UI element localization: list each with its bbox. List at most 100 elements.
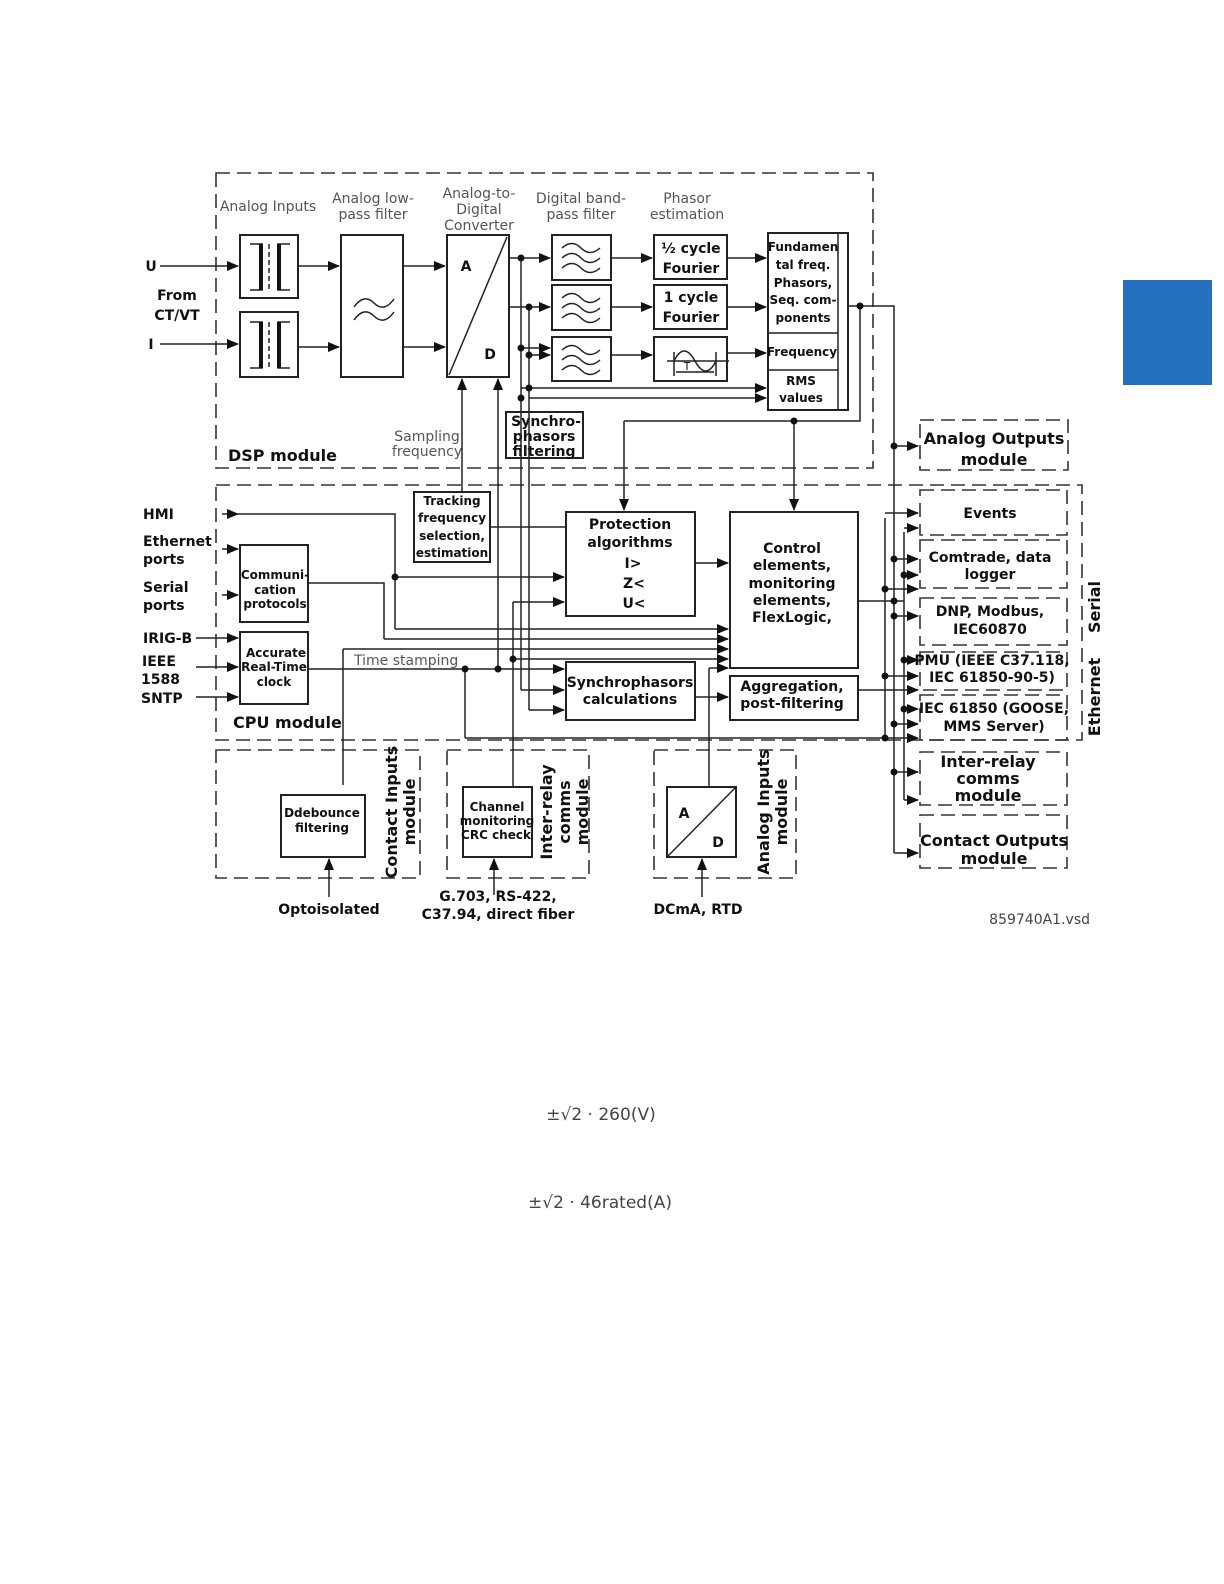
voltage-range-formula: ±√2 · 260(V) bbox=[546, 1105, 655, 1125]
contact-inputs-module-label: Contact Inputs module bbox=[382, 746, 419, 879]
input-i-label: I bbox=[148, 337, 153, 353]
svg-text:IEEE: IEEE bbox=[142, 654, 176, 670]
svg-text:Inter-relay: Inter-relay bbox=[940, 752, 1036, 771]
half-cycle-fourier-block: ½ cycle Fourier bbox=[653, 234, 728, 280]
input-u-label: U bbox=[145, 259, 156, 275]
tracking-frequency-block: Tracking frequency selection, estimation bbox=[413, 491, 491, 563]
svg-text:CT/VT: CT/VT bbox=[154, 308, 200, 324]
svg-text:1588: 1588 bbox=[141, 672, 180, 688]
svg-text:PMU (IEEE C37.118,: PMU (IEEE C37.118, bbox=[914, 653, 1069, 669]
svg-text:Analog-to-: Analog-to- bbox=[443, 186, 516, 202]
bandpass-filter-1 bbox=[551, 234, 612, 281]
svg-text:calculations: calculations bbox=[583, 692, 677, 708]
svg-text:module: module bbox=[573, 778, 592, 845]
svg-text:protocols: protocols bbox=[243, 597, 306, 611]
time-stamping-label: Time stamping bbox=[353, 653, 458, 669]
dnp-modbus-output: DNP, Modbus, IEC60870 bbox=[919, 597, 1068, 646]
header-lowpass: Analog low- pass filter bbox=[332, 191, 414, 223]
svg-text:1 cycle: 1 cycle bbox=[664, 290, 719, 306]
svg-text:Digital band-: Digital band- bbox=[536, 191, 626, 207]
svg-text:module: module bbox=[961, 849, 1028, 868]
bandpass-filter-2 bbox=[551, 284, 612, 331]
analog-inputs-module-frame bbox=[653, 749, 797, 879]
svg-text:ports: ports bbox=[143, 598, 185, 614]
svg-text:tal freq.: tal freq. bbox=[776, 258, 831, 272]
svg-text:½ cycle: ½ cycle bbox=[661, 241, 720, 257]
ethernet-group-label: Ethernet bbox=[1085, 657, 1104, 736]
svg-text:D: D bbox=[484, 347, 496, 363]
svg-text:DNP, Modbus,: DNP, Modbus, bbox=[936, 604, 1044, 620]
svg-text:U<: U< bbox=[622, 596, 645, 612]
svg-text:Z<: Z< bbox=[623, 576, 645, 592]
iec61850-output: IEC 61850 (GOOSE, MMS Server) bbox=[919, 694, 1069, 741]
svg-text:Ethernet: Ethernet bbox=[143, 534, 212, 550]
svg-text:Analog Inputs: Analog Inputs bbox=[754, 749, 773, 874]
svg-text:frequency: frequency bbox=[392, 444, 462, 460]
svg-text:Fourier: Fourier bbox=[663, 261, 720, 277]
svg-text:Tracking: Tracking bbox=[423, 494, 480, 508]
input-hmi-label: HMI bbox=[143, 507, 174, 523]
input-serial-label: Serial ports bbox=[143, 580, 189, 614]
comtrade-output: Comtrade, data logger bbox=[919, 539, 1068, 589]
header-phasor: Phasor estimation bbox=[650, 191, 724, 223]
svg-text:comms: comms bbox=[956, 769, 1019, 788]
pmu-output: PMU (IEEE C37.118, IEC 61850-90-5) bbox=[914, 651, 1070, 691]
header-analog-inputs: Analog Inputs bbox=[220, 199, 316, 215]
aggregation-block: Aggregation, post-filtering bbox=[729, 675, 859, 721]
svg-text:Analog Outputs: Analog Outputs bbox=[924, 429, 1065, 448]
section-tab bbox=[1123, 280, 1212, 385]
svg-text:Aggregation,: Aggregation, bbox=[740, 679, 843, 695]
svg-text:IEC 61850-90-5): IEC 61850-90-5) bbox=[929, 670, 1055, 686]
svg-text:Channel: Channel bbox=[470, 800, 525, 814]
svg-text:Comtrade, data: Comtrade, data bbox=[929, 550, 1052, 566]
svg-text:pass filter: pass filter bbox=[546, 207, 615, 223]
svg-text:G.703, RS-422,: G.703, RS-422, bbox=[439, 889, 556, 905]
inter-relay-module-frame bbox=[446, 749, 590, 879]
svg-text:ports: ports bbox=[143, 552, 185, 568]
file-reference: 859740A1.vsd bbox=[989, 912, 1090, 928]
svg-text:I>: I> bbox=[625, 556, 642, 572]
svg-text:filtering: filtering bbox=[295, 821, 349, 835]
from-ctvt-label: From CT/VT bbox=[154, 288, 200, 324]
svg-text:Fundamen: Fundamen bbox=[768, 240, 839, 254]
one-cycle-fourier-block: 1 cycle Fourier bbox=[653, 284, 728, 330]
svg-text:Protection: Protection bbox=[589, 517, 671, 533]
interrelay-media-label: G.703, RS-422, C37.94, direct fiber bbox=[422, 889, 575, 923]
svg-text:monitoring: monitoring bbox=[460, 814, 535, 828]
dsp-module-label: DSP module bbox=[228, 446, 337, 465]
svg-text:values: values bbox=[779, 391, 823, 405]
current-range-formula: ±√2 · 46rated(A) bbox=[528, 1193, 672, 1213]
svg-text:Phasors,: Phasors, bbox=[774, 276, 832, 290]
input-irigb-label: IRIG-B bbox=[143, 631, 192, 647]
svg-text:T: T bbox=[683, 360, 691, 373]
inter-relay-module-label: Inter-relay comms module bbox=[537, 764, 592, 860]
dcma-rtd-label: DCmA, RTD bbox=[653, 902, 742, 918]
zero-crossing-period-block: T bbox=[653, 336, 729, 382]
sampling-frequency-label: Sampling frequency bbox=[392, 429, 462, 460]
svg-text:IEC60870: IEC60870 bbox=[953, 622, 1027, 638]
svg-text:A: A bbox=[679, 806, 690, 822]
svg-text:post-filtering: post-filtering bbox=[740, 696, 844, 712]
svg-text:FlexLogic,: FlexLogic, bbox=[752, 610, 832, 626]
svg-text:From: From bbox=[157, 288, 197, 304]
contact-inputs-module-frame bbox=[215, 749, 421, 879]
input-sntp-label: SNTP bbox=[141, 691, 183, 707]
analog-inputs-adc-block: A D bbox=[666, 786, 737, 858]
svg-text:Sampling: Sampling bbox=[394, 429, 460, 445]
svg-text:comms: comms bbox=[555, 780, 574, 843]
protection-algorithms-block: Protection algorithms I> Z< U< bbox=[565, 511, 696, 617]
svg-text:Control: Control bbox=[763, 541, 821, 557]
adc-block: A D bbox=[446, 234, 510, 378]
svg-text:Contact Outputs: Contact Outputs bbox=[920, 831, 1068, 850]
svg-text:logger: logger bbox=[965, 567, 1016, 583]
connectors bbox=[160, 253, 919, 897]
svg-text:elements,: elements, bbox=[753, 593, 831, 609]
optoisolated-label: Optoisolated bbox=[278, 902, 379, 918]
svg-text:Inter-relay: Inter-relay bbox=[537, 764, 556, 860]
svg-text:C37.94, direct fiber: C37.94, direct fiber bbox=[422, 907, 575, 923]
header-adc: Analog-to- Digital Converter bbox=[443, 186, 516, 234]
real-time-clock-block: Accurate Real-Time clock bbox=[239, 631, 309, 705]
input-ethernet-label: Ethernet ports bbox=[143, 534, 212, 568]
synchrophasors-filtering-block: Synchro- phasors filtering bbox=[505, 411, 584, 460]
serial-group-label: Serial bbox=[1085, 581, 1104, 633]
